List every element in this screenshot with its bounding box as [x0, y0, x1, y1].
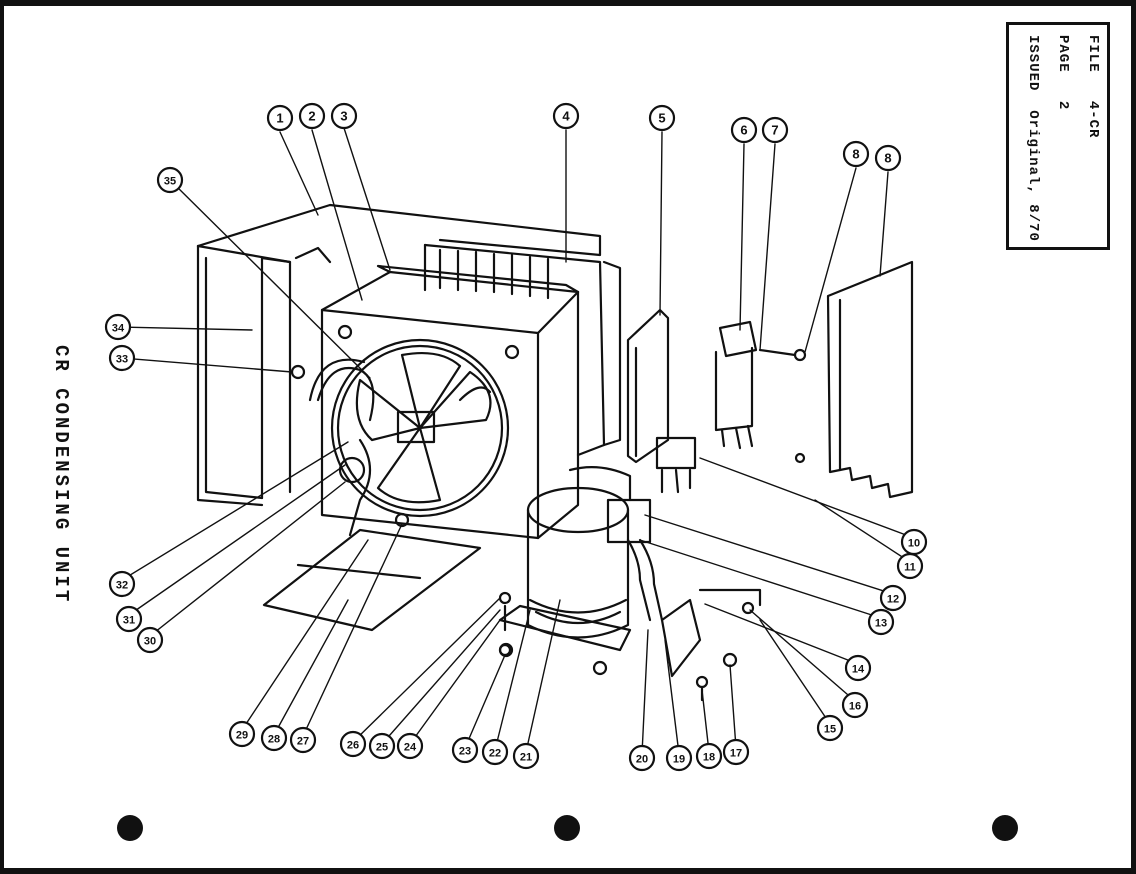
callout-31: 31 — [115, 605, 143, 633]
callout-19: 19 — [665, 744, 693, 772]
left-border — [0, 0, 4, 874]
callout-34: 34 — [104, 313, 132, 341]
callout-number: 12 — [887, 594, 899, 606]
callout-number: 7 — [771, 123, 778, 138]
callout-number: 19 — [673, 754, 685, 766]
callout-number: 27 — [297, 736, 309, 748]
callout-10: 10 — [900, 528, 928, 556]
callout-number: 26 — [347, 740, 359, 752]
callout-number: 13 — [875, 618, 887, 630]
callout-number: 18 — [703, 752, 715, 764]
punch-hole-left — [117, 815, 143, 841]
callout-number: 15 — [824, 724, 836, 736]
callout-12: 12 — [879, 584, 907, 612]
file-info-box: FILE 4-CR PAGE 2 ISSUED Original, 8/70 — [1006, 22, 1110, 250]
callout-4: 4 — [552, 102, 580, 130]
side-panel — [826, 260, 914, 499]
callout-number: 35 — [164, 176, 176, 188]
callout-25: 25 — [368, 732, 396, 760]
callout-30: 30 — [136, 626, 164, 654]
callout-number: 33 — [116, 354, 128, 366]
callout-number: 5 — [658, 111, 665, 126]
punch-hole-center — [554, 815, 580, 841]
callout-29: 29 — [228, 720, 256, 748]
callout-number: 17 — [730, 748, 742, 760]
callout-7: 7 — [761, 116, 789, 144]
callout-number: 25 — [376, 742, 388, 754]
callout-5: 5 — [648, 104, 676, 132]
callout-32: 32 — [108, 570, 136, 598]
support-bracket — [626, 308, 670, 464]
bottom-border — [0, 868, 1136, 874]
top-border — [0, 0, 1136, 6]
callout-number: 24 — [404, 742, 417, 754]
tubing-and-mount — [626, 538, 762, 702]
callout-number: 11 — [904, 562, 916, 574]
callout-number: 8 — [884, 151, 891, 166]
callout-number: 32 — [116, 580, 128, 592]
callout-number: 30 — [144, 636, 156, 648]
callout-11: 11 — [896, 552, 924, 580]
callout-13: 13 — [867, 608, 895, 636]
callout-17: 17 — [722, 738, 750, 766]
callout-number: 16 — [849, 701, 861, 713]
callout-16: 16 — [841, 691, 869, 719]
leader-lines — [117, 127, 915, 755]
callout-number: 6 — [740, 123, 747, 138]
callout-number: 34 — [112, 323, 125, 335]
callout-number: 23 — [459, 746, 471, 758]
terminal-block — [655, 436, 697, 494]
callout-number: 2 — [308, 109, 315, 124]
condenser-coil — [423, 243, 622, 457]
callout-18: 18 — [695, 742, 723, 770]
callout-number: 10 — [908, 538, 920, 550]
callout-22: 22 — [481, 738, 509, 766]
callout-number: 29 — [236, 730, 248, 742]
callout-number: 21 — [520, 752, 532, 764]
callout-6: 6 — [730, 116, 758, 144]
base-pan — [262, 528, 482, 632]
callout-20: 20 — [628, 744, 656, 772]
callout-26: 26 — [339, 730, 367, 758]
compressor — [498, 465, 652, 676]
right-border — [1131, 0, 1136, 874]
callout-number: 22 — [489, 748, 501, 760]
callout-number: 8 — [852, 147, 859, 162]
callout-number: 3 — [340, 109, 347, 124]
wiring-harness — [308, 358, 492, 537]
page-line: PAGE 2 — [1055, 35, 1071, 111]
callout-28: 28 — [260, 724, 288, 752]
file-line: FILE 4-CR — [1085, 35, 1101, 139]
callout-3: 3 — [330, 102, 358, 130]
fan-shroud — [320, 264, 580, 540]
callout-21: 21 — [512, 742, 540, 770]
side-title: CR CONDENSING UNIT — [50, 345, 72, 605]
cabinet-wrapper — [196, 203, 602, 507]
callout-number: 31 — [123, 615, 135, 627]
callout-35: 35 — [156, 166, 184, 194]
callout-15: 15 — [816, 714, 844, 742]
punch-hole-right — [992, 815, 1018, 841]
callout-number: 1 — [276, 111, 283, 126]
callout-33: 33 — [108, 344, 136, 372]
callout-9: 8 — [874, 144, 902, 172]
callout-27: 27 — [289, 726, 317, 754]
callout-24: 24 — [396, 732, 424, 760]
callout-number: 28 — [268, 734, 280, 746]
callout-23: 23 — [451, 736, 479, 764]
start-capacitor — [714, 320, 758, 450]
callout-14: 14 — [844, 654, 872, 682]
callout-8: 8 — [842, 140, 870, 168]
issued-line: ISSUED Original, 8/70 — [1025, 35, 1041, 242]
callout-number: 14 — [852, 664, 865, 676]
callout-1: 1 — [266, 104, 294, 132]
callout-number: 4 — [562, 109, 570, 124]
callout-2: 2 — [298, 102, 326, 130]
callout-number: 20 — [636, 754, 648, 766]
